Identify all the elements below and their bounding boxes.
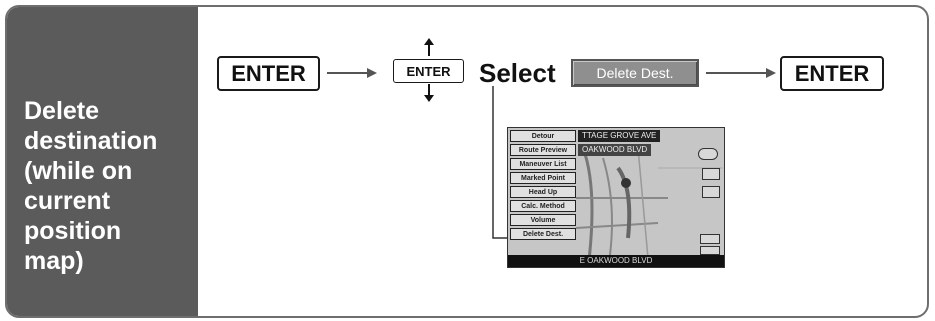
screen-menu-item: Detour — [510, 130, 576, 142]
navigation-screen: Detour Route Preview Maneuver List Marke… — [507, 127, 725, 268]
zoom-icon — [702, 186, 720, 198]
scale-icon — [702, 168, 720, 180]
instruction-frame: Delete destination (while on current pos… — [5, 5, 929, 318]
enter-key-small: ENTER — [393, 59, 464, 83]
section-title: Delete destination (while on current pos… — [24, 96, 194, 276]
arrow-up-icon — [424, 38, 434, 56]
select-label: Select — [479, 58, 556, 88]
left-panel: Delete destination (while on current pos… — [7, 7, 198, 316]
compass-icon — [698, 148, 718, 160]
arrow-down-icon — [424, 84, 434, 102]
screen-menu-item: Calc. Method — [510, 200, 576, 212]
title-line: destination — [24, 127, 158, 155]
street-name-bottom: E OAKWOOD BLVD — [508, 255, 724, 267]
title-line: current — [24, 187, 111, 215]
title-line: position — [24, 217, 122, 245]
time-icon — [700, 234, 720, 244]
street-name-top: TTAGE GROVE AVE — [578, 130, 661, 142]
title-line: (while on — [24, 157, 133, 185]
street-name-second: OAKWOOD BLVD — [578, 144, 652, 156]
screen-menu-item: Head Up — [510, 186, 576, 198]
enter-key-2: ENTER — [780, 56, 884, 91]
enter-key-1: ENTER — [217, 56, 320, 91]
screen-menu-item: Marked Point — [510, 172, 576, 184]
screen-menu-item: Maneuver List — [510, 158, 576, 170]
delete-dest-button-image: Delete Dest. — [571, 59, 699, 87]
screen-menu-item: Volume — [510, 214, 576, 226]
distance-icon — [700, 246, 720, 255]
screen-menu: Detour Route Preview Maneuver List Marke… — [510, 130, 576, 242]
arrow-right-icon — [327, 68, 377, 78]
screen-menu-item: Route Preview — [510, 144, 576, 156]
title-line: Delete — [24, 97, 100, 125]
arrow-right-icon — [706, 68, 776, 78]
screen-menu-item-delete-dest: Delete Dest. — [510, 228, 576, 240]
title-line: map) — [24, 247, 84, 275]
